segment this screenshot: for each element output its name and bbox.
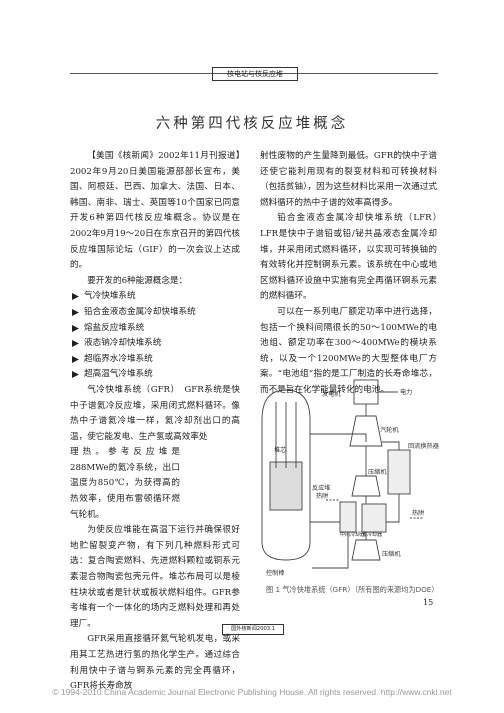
label-control-rods: 控制棒 — [266, 569, 285, 577]
fuel-paragraph: 为使反应堆能在高温下运行并确保很好地贮留裂变产物，有下列几种燃料形式可选：复合陶… — [70, 525, 240, 629]
label-turbine: 汽轮机 — [380, 426, 399, 434]
label-core: 堆芯 — [274, 446, 286, 454]
label-generator: 发电机 — [322, 390, 341, 398]
gfr-continued: 理热。参考反应堆是288MWe的氦冷系统，出口温度为850℃，为获得高的热效率，… — [70, 447, 180, 520]
list-item: 熔盐反应堆系统 — [70, 321, 240, 337]
label-compressor: 压缩机 — [368, 468, 387, 476]
gfr-diagram: 发电机 电力 汽轮机 回流换热器 反应堆 压缩机 堆芯 控制棒 热阱 中间冷却器… — [261, 379, 440, 577]
label-heat-sink: 热阱 — [412, 509, 424, 517]
label-heat-sink-left: 热阱 — [316, 492, 328, 500]
concept-list: 气冷快堆系统 铅合金液态金属冷却快堆系统 熔盐反应堆系统 液态钠冷却快堆系统 超… — [70, 289, 240, 383]
bullet-icon — [72, 324, 79, 332]
copyright-notice: © 1994-2010 China Academic Journal Elect… — [52, 687, 452, 697]
left-column: 【美国《核新闻》2002年11月刊报道】2002年9月20日美国能源部部长宣布，… — [70, 149, 240, 695]
compressor-shape-low — [351, 539, 381, 561]
label-reactor: 反应堆 — [312, 484, 331, 492]
list-item: 铅合金液态金属冷却快堆系统 — [70, 305, 240, 321]
section-header: 核电站与核反应堆 — [212, 67, 298, 81]
reactor-core — [269, 461, 303, 511]
journal-footer: 国外核新闻2003.1 — [222, 624, 284, 635]
page-number: 15 — [423, 598, 434, 607]
bullet-icon — [72, 293, 79, 301]
list-item: 超高温气冷堆系统 — [70, 367, 240, 383]
lfr-paragraph: 铅合金液态金属冷却快堆系统（LFR） LFR是快中子谱铅或铅/铋共晶液态金属冷却… — [260, 213, 446, 302]
gfr-paragraph: 气冷快堆系统（GFR） GFR系统是快中子谱氦冷反应堆，采用闭式燃料循环。像热中… — [70, 384, 240, 442]
intercooler-box — [339, 501, 357, 533]
label-recuperator: 回流换热器 — [408, 442, 440, 450]
label-compressor-low: 压缩机 — [382, 550, 401, 558]
intro-paragraph: 【美国《核新闻》2002年11月刊报道】2002年9月20日美国能源部部长宣布，… — [70, 151, 240, 271]
continued-paragraph: 射性废物的产生量降到最低。GFR的快中子谱还使它能利用现有的裂变材料和可转换材料… — [260, 151, 437, 208]
compressor-shape — [351, 475, 381, 497]
right-column: 射性废物的产生量降到最低。GFR的快中子谱还使它能利用现有的裂变材料和可转换材料… — [260, 149, 446, 399]
precooler-box — [361, 503, 387, 533]
label-power: 电力 — [400, 388, 412, 396]
recuperator-box — [387, 449, 411, 495]
list-item: 液态钠冷却快堆系统 — [70, 336, 240, 352]
bullet-icon — [72, 340, 79, 348]
header-rule — [70, 73, 438, 74]
list-item: 超临界水冷堆系统 — [70, 352, 240, 368]
bullet-icon — [72, 371, 79, 379]
bullet-icon — [72, 308, 79, 316]
figure-caption: 图 1 气冷快堆系统（GFR）（所有图的来源均为DOE） — [266, 585, 439, 594]
label-precooler: 预冷却器 — [362, 531, 382, 538]
reactor-vessel — [261, 389, 311, 561]
bullet-icon — [72, 355, 79, 363]
generator-box — [353, 379, 379, 405]
turbine-shape — [349, 415, 383, 447]
plant-options-paragraph: 可以在一系列电厂额定功率中进行选择，包括一个换料间隔很长的50～100MWe的电… — [260, 306, 437, 395]
list-item: 气冷快堆系统 — [70, 289, 240, 305]
label-intercooler: 中间冷却器 — [340, 531, 365, 538]
direct-cycle-paragraph: GFR采用直接循环氦气轮机发电，或采用其工艺热进行氢的热化学生产。通过综合利用快… — [70, 634, 240, 692]
article-title: 六种第四代核反应堆概念 — [155, 116, 349, 132]
list-intro: 要开发的6种能源概念是： — [87, 275, 188, 286]
